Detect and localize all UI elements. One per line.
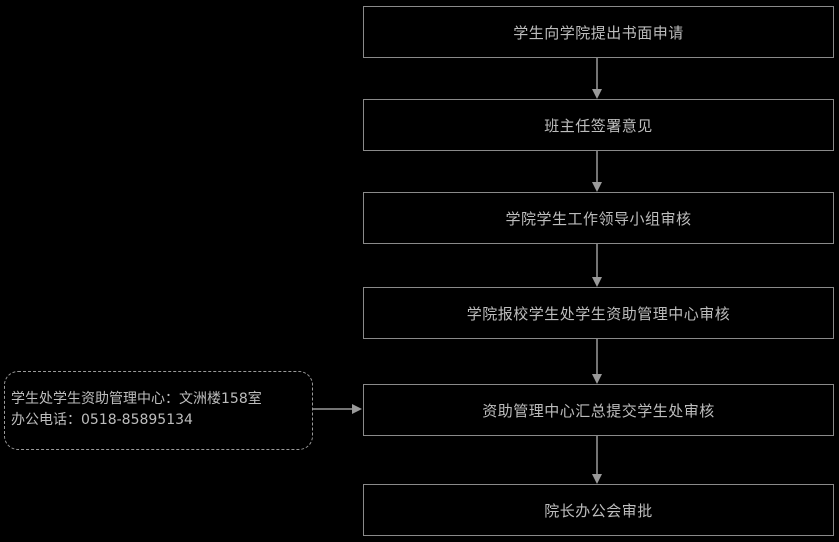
step-5-box: 资助管理中心汇总提交学生处审核 bbox=[363, 384, 834, 436]
step-3-box: 学院学生工作领导小组审核 bbox=[363, 192, 834, 244]
step-4-label: 学院报校学生处学生资助管理中心审核 bbox=[466, 304, 731, 323]
contact-note-office: 学生处学生资助管理中心：文洲楼158室 bbox=[11, 391, 262, 407]
step-6-box: 院长办公会审批 bbox=[363, 484, 834, 536]
step-1-box: 学生向学院提出书面申请 bbox=[363, 6, 834, 58]
step-2-label: 班主任签署意见 bbox=[544, 116, 653, 135]
step-3-label: 学院学生工作领导小组审核 bbox=[505, 209, 692, 228]
step-1-label: 学生向学院提出书面申请 bbox=[513, 23, 684, 42]
step-6-label: 院长办公会审批 bbox=[544, 501, 653, 520]
step-5-label: 资助管理中心汇总提交学生处审核 bbox=[482, 401, 715, 420]
contact-note-phone: 办公电话：0518-85895134 bbox=[11, 412, 193, 428]
step-2-box: 班主任签署意见 bbox=[363, 99, 834, 151]
step-4-box: 学院报校学生处学生资助管理中心审核 bbox=[363, 287, 834, 339]
contact-note-box: 学生处学生资助管理中心：文洲楼158室 办公电话：0518-85895134 bbox=[4, 371, 313, 450]
